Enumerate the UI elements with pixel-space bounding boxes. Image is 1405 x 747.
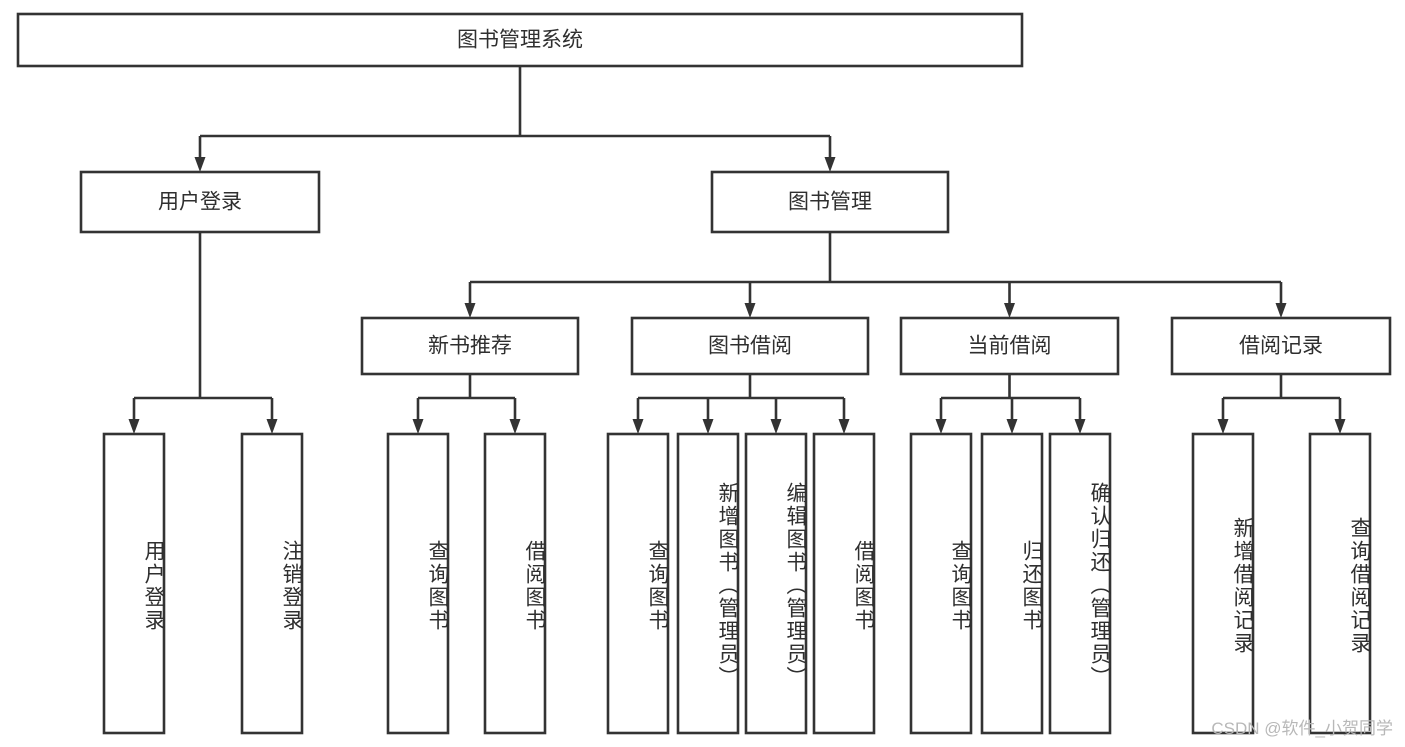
edge-arrowhead xyxy=(1334,419,1346,434)
edge-arrowhead xyxy=(194,157,206,172)
node-label-book-borrow: 图书借阅 xyxy=(708,335,792,358)
edge-arrowhead xyxy=(632,419,644,434)
edge-arrowhead xyxy=(838,419,850,434)
edge-arrowhead xyxy=(128,419,140,434)
node-label-borrow-record: 借阅记录 xyxy=(1239,335,1323,358)
node-box-leaf-logout[interactable] xyxy=(240,432,304,735)
edge-arrowhead xyxy=(1275,303,1287,318)
edge-arrowhead xyxy=(412,419,424,434)
node-box-book-manage[interactable] xyxy=(710,170,950,234)
node-box-borrow-record[interactable] xyxy=(1170,316,1392,376)
node-box-leaf-confirm-return-admin[interactable] xyxy=(1048,432,1112,735)
node-box-book-borrow[interactable] xyxy=(630,316,870,376)
edge-arrowhead xyxy=(1004,303,1015,318)
edge-arrowhead xyxy=(1006,419,1018,434)
node-label-new-book-recommend: 新书推荐 xyxy=(428,335,512,358)
node-label-current-borrow: 当前借阅 xyxy=(968,335,1052,358)
edge-arrowhead xyxy=(509,419,521,434)
node-label-book-manage: 图书管理 xyxy=(788,191,872,214)
node-box-leaf-query-book-borrow[interactable] xyxy=(606,432,670,735)
node-box-root[interactable] xyxy=(16,12,1024,68)
node-box-leaf-borrow-book[interactable] xyxy=(812,432,876,735)
node-label-root: 图书管理系统 xyxy=(457,29,583,52)
node-box-leaf-query-book-recommend[interactable] xyxy=(386,432,450,735)
node-box-current-borrow[interactable] xyxy=(899,316,1120,376)
node-box-leaf-add-book-admin[interactable] xyxy=(676,432,740,735)
connector-layer xyxy=(128,66,1346,434)
edge-arrowhead xyxy=(824,157,836,172)
edge-arrowhead xyxy=(935,419,947,434)
edge-arrowhead xyxy=(1074,419,1086,434)
node-box-user-login[interactable] xyxy=(79,170,321,234)
edge-arrowhead xyxy=(1217,419,1229,434)
edge-arrowhead xyxy=(744,303,756,318)
edge-arrowhead xyxy=(770,419,782,434)
csdn-watermark: CSDN @软件_小贺同学 xyxy=(1211,719,1393,738)
node-box-leaf-borrow-book-recommend[interactable] xyxy=(483,432,547,735)
node-box-leaf-query-book-current[interactable] xyxy=(909,432,973,735)
node-label-user-login: 用户登录 xyxy=(158,191,242,214)
node-box-leaf-user-login[interactable] xyxy=(102,432,166,735)
node-box-leaf-edit-book-admin[interactable] xyxy=(744,432,808,735)
node-box-leaf-return-book[interactable] xyxy=(980,432,1044,735)
node-box-new-book-recommend[interactable] xyxy=(360,316,580,376)
node-box-layer xyxy=(16,12,1392,735)
edge-arrowhead xyxy=(464,303,476,318)
edge-arrowhead xyxy=(702,419,714,434)
node-box-leaf-add-borrow-record[interactable] xyxy=(1191,432,1255,735)
node-box-leaf-query-borrow-record[interactable] xyxy=(1308,432,1372,735)
edge-arrowhead xyxy=(266,419,278,434)
